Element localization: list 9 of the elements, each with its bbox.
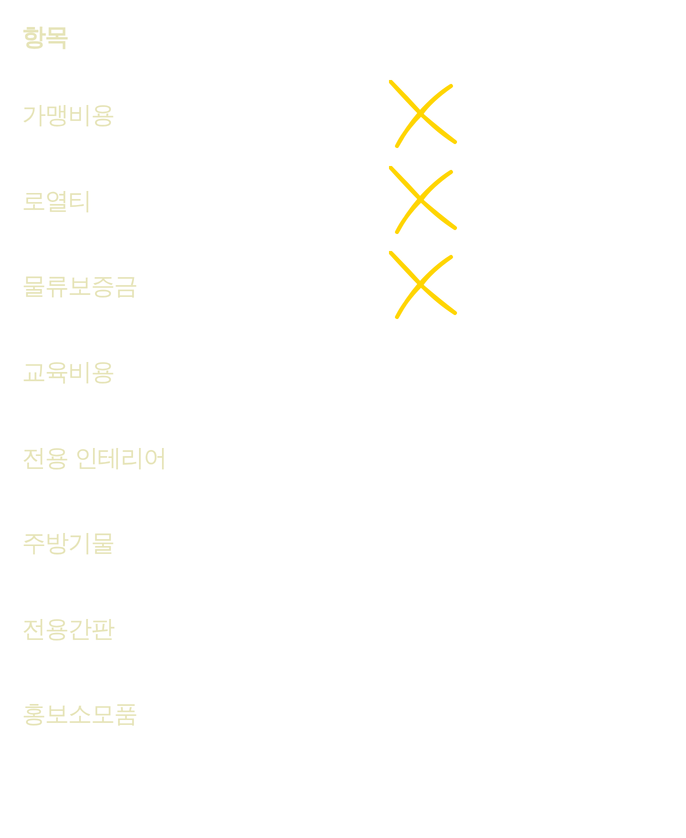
column-header: 항목 — [22, 22, 68, 52]
row-label: 홍보소모품 — [22, 699, 137, 729]
row-label: 주방기물 — [22, 528, 114, 558]
row-label: 가맹비용 — [22, 100, 114, 130]
row-label: 로열티 — [22, 186, 91, 216]
row-label: 물류보증금 — [22, 271, 137, 301]
row-label: 전용 인테리어 — [22, 443, 167, 473]
row-label: 전용간판 — [22, 614, 114, 644]
row-label: 교육비용 — [22, 357, 114, 387]
